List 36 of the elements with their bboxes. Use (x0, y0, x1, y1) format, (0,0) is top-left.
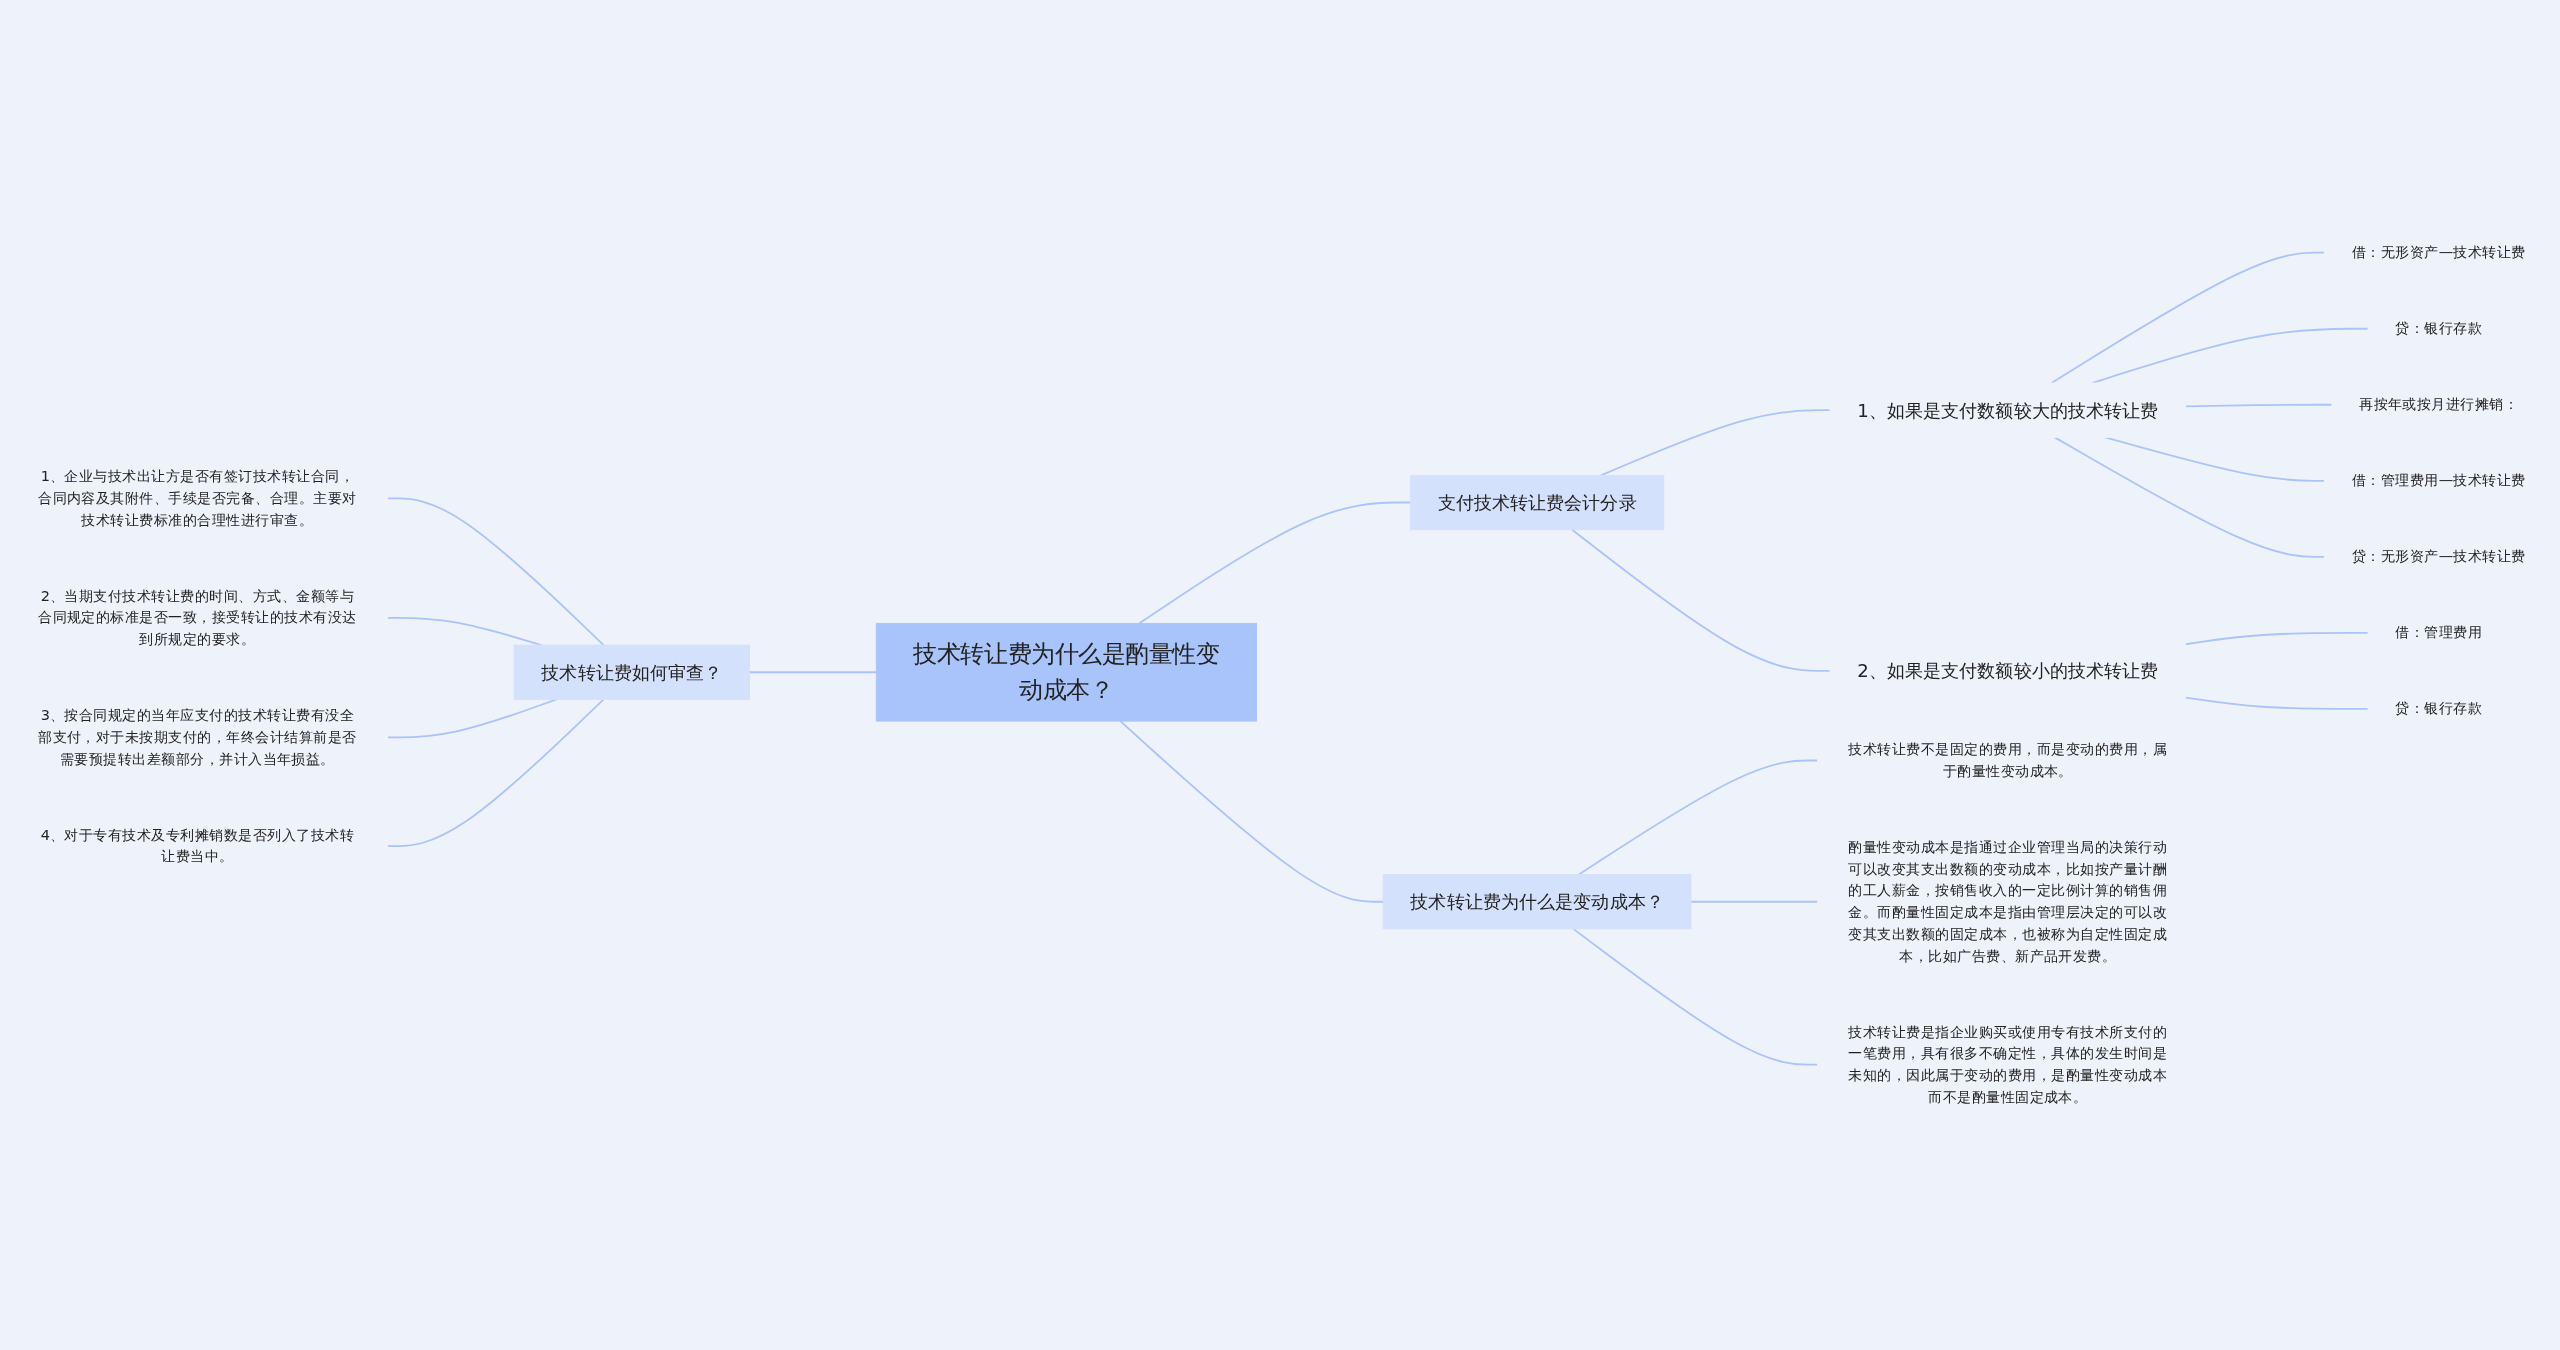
node-text: 技术转让费是指企业购买或使用专有技术所支付的一笔费用，具有很多不确定性，具体的发生时间是未知的，因此属于变动的费用，是酌量性变动成本而不是酌量性固定成本。 (1848, 1023, 2168, 1106)
connector (2184, 403, 2333, 408)
node-text: 借：管理费用—技术转让费 (2351, 471, 2526, 489)
node-text: 2、如果是支付数额较小的技术转让费 (1857, 660, 2159, 682)
node-text: 借：无形资产—技术转让费 (2351, 243, 2526, 261)
node-box: 技术转让费为什么是变动成本？ (1382, 874, 1692, 930)
connector (386, 698, 605, 847)
node-text: 酌量性变动成本是指通过企业管理当局的决策行动可以改变其支出数额的变动成本，比如按产量计酬的工人薪金，按销售收入的一定比例计算的销售佣金。而酌量性固定成本是指由管理层决定的可以改变其支出数额的固定成本，也被称为自定性固定成本，比如广告费、新产品开发费。 (1848, 838, 2168, 965)
connector (1138, 501, 1412, 625)
connector (2184, 696, 2369, 710)
connector (386, 497, 605, 647)
node-text: 4、对于专有技术及专利摊销数是否列入了技术转让费当中。 (40, 826, 355, 866)
node-text: 贷：银行存款 (2395, 699, 2483, 718)
node-text: 再按年或按月进行摊销： (2359, 395, 2519, 413)
node-text: 1、企业与技术出让方是否有签订技术转让合同，合同内容及其附件、手续是否完备、合理。主要对技术转让费标准的合理性进行审查。 (38, 467, 357, 529)
connector (1571, 528, 1831, 672)
connector (1119, 720, 1385, 903)
connector (1577, 759, 1819, 876)
connector (2184, 632, 2369, 646)
connector (1572, 928, 1819, 1066)
node-box: 技术转让费为什么是酌量性变动成本？ (875, 622, 1257, 722)
connector (2050, 251, 2326, 384)
connector (1600, 409, 1831, 477)
node-text: 借：管理费用 (2395, 623, 2483, 642)
connector (1690, 900, 1819, 903)
node-box: 技术转让费如何审查？ (513, 644, 750, 700)
connector (748, 671, 878, 674)
connector (2091, 327, 2369, 384)
node-text: 贷：无形资产—技术转让费 (2351, 547, 2526, 566)
node-text: 3、按合同规定的当年应支付的技术转让费有没全部支付，对于未按期支付的，年终会计结算前是否需要预提转出差额部分，并计入当年损益。 (38, 706, 357, 768)
connector (2053, 436, 2326, 558)
node-text: 技术转让费不是固定的费用，而是变动的费用，属于酌量性变动成本。 (1848, 740, 2168, 780)
node-box: 支付技术转让费会计分录 (1409, 474, 1665, 531)
node-text: 2、当期支付技术转让费的时间、方式、金额等与合同规定的标准是否一致，接受转让的技术有没达到所规定的要求。 (38, 587, 357, 648)
node-text: 1、如果是支付数额较大的技术转让费 (1857, 399, 2159, 422)
node-text: 贷：银行存款 (2395, 319, 2483, 337)
